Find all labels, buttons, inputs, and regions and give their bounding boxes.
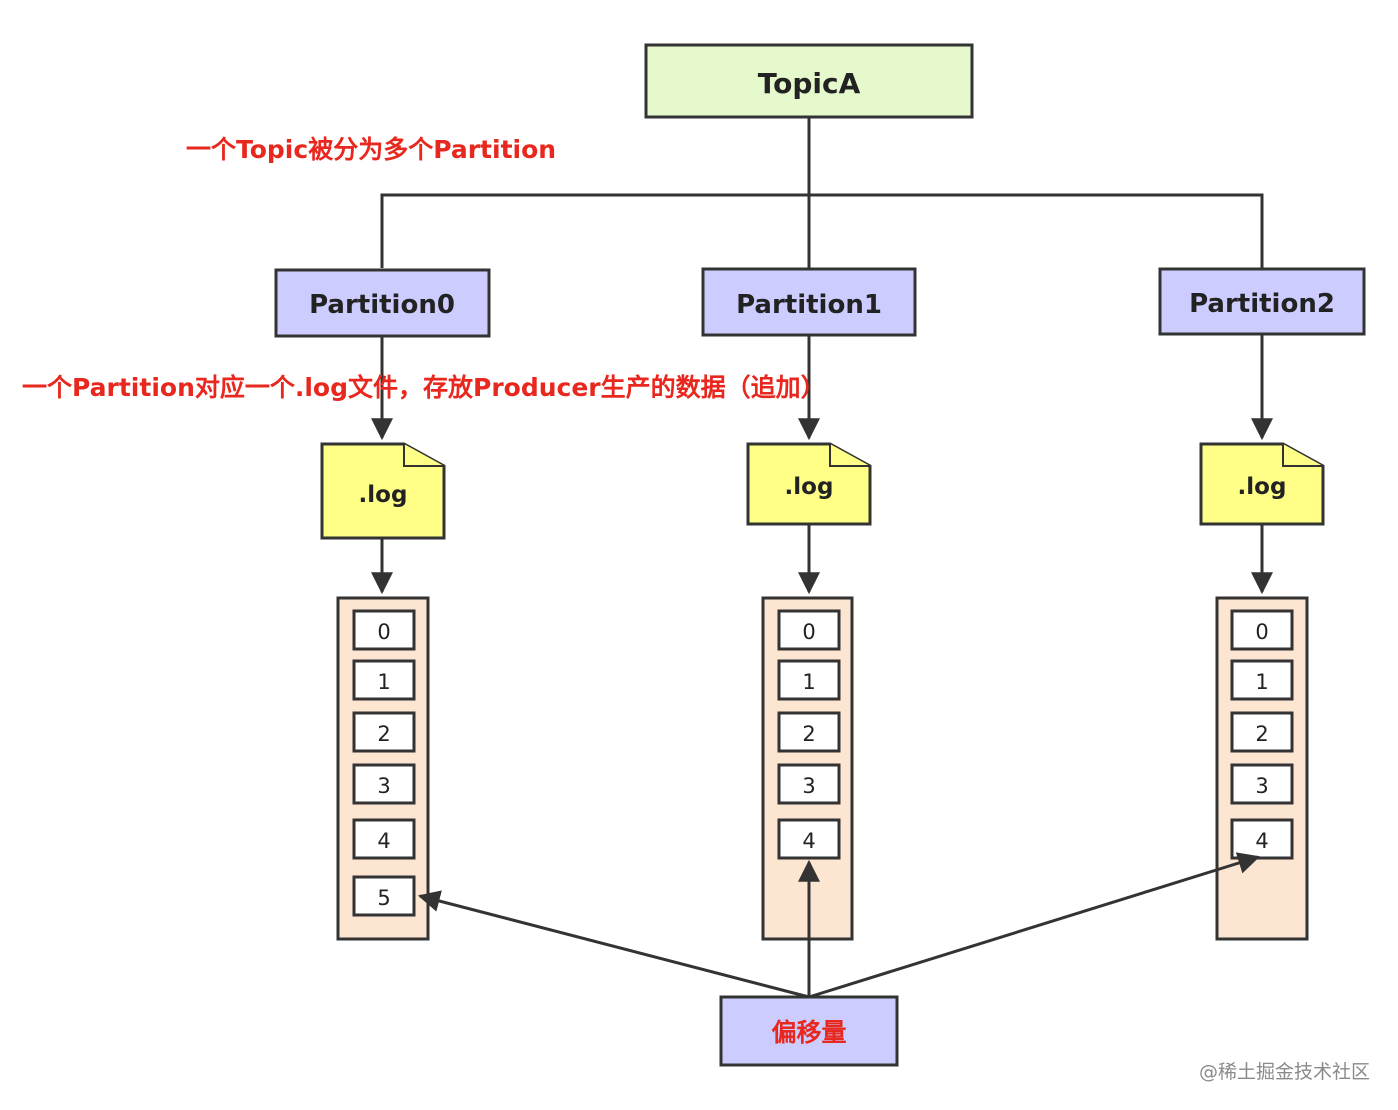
topic-node: TopicA [644, 43, 974, 119]
partition-2-log-label: .log [1238, 474, 1287, 500]
offset-node: 偏移量 [719, 995, 899, 1067]
offset-cell-label: 2 [377, 722, 390, 746]
offset-cell-label: 3 [802, 774, 815, 798]
offset-cell [777, 659, 841, 701]
offset-cell [352, 875, 416, 917]
offset-label: 偏移量 [771, 1018, 846, 1047]
partition-0-box [274, 268, 491, 338]
offset-cell-label: 1 [377, 670, 390, 694]
topic-label: TopicA [758, 67, 861, 100]
offset-cell-label: 2 [802, 722, 815, 746]
partition-1-log-label: .log [785, 474, 834, 500]
offset-cell [352, 609, 416, 651]
offset-arrow-p2 [808, 852, 1261, 999]
partition-2-label: Partition2 [1189, 289, 1335, 319]
offset-cell [352, 818, 416, 860]
offset-cell [777, 609, 841, 651]
offset-cell-label: 5 [377, 886, 390, 910]
offset-cell [777, 763, 841, 805]
offset-cell [777, 711, 841, 753]
partition-0-cells: 0 1 2 3 4 5 [352, 609, 416, 917]
annotation-split: 一个Topic被分为多个Partition [186, 135, 556, 164]
offset-cell [777, 818, 841, 860]
partition-1-label: Partition1 [736, 290, 882, 320]
offset-cell-label: 0 [1255, 620, 1268, 644]
annotation-log-note: 一个Partition对应一个.log文件，存放Producer生产的数据（追加… [22, 373, 826, 402]
offset-cell-label: 4 [802, 829, 815, 853]
offset-arrows [417, 852, 1261, 999]
topic-connectors [380, 117, 1264, 268]
offset-cell [1230, 763, 1294, 805]
partition-2-group: Partition2 .log 0 1 2 3 4 [1158, 267, 1366, 941]
partition-0-log-label: .log [359, 482, 408, 508]
offset-cell-label: 1 [802, 670, 815, 694]
offset-cell [352, 763, 416, 805]
partition-0-group: Partition0 .log 0 1 2 3 4 5 [274, 268, 491, 941]
offset-cell-label: 0 [377, 620, 390, 644]
partition-1-group: Partition1 .log 0 1 2 3 4 [701, 267, 917, 941]
partition-0-label: Partition0 [309, 290, 455, 320]
offset-cell-label: 2 [1255, 722, 1268, 746]
offset-cell [1230, 711, 1294, 753]
offset-cell [352, 659, 416, 701]
partition-2-cells: 0 1 2 3 4 [1230, 609, 1294, 860]
offset-cell [352, 711, 416, 753]
offset-cell [1230, 659, 1294, 701]
partition-1-cells: 0 1 2 3 4 [777, 609, 841, 860]
offset-cell-label: 4 [1255, 829, 1268, 853]
offset-cell-label: 3 [1255, 774, 1268, 798]
offset-arrow-p0 [417, 890, 810, 999]
partition-0-log-file [320, 442, 446, 540]
offset-cell [1230, 818, 1294, 860]
offset-cell-label: 0 [802, 620, 815, 644]
watermark: @稀土掘金技术社区 [1198, 1061, 1370, 1083]
offset-cell [1230, 609, 1294, 651]
offset-cell-label: 3 [377, 774, 390, 798]
offset-cell-label: 1 [1255, 670, 1268, 694]
offset-cell-label: 4 [377, 829, 390, 853]
